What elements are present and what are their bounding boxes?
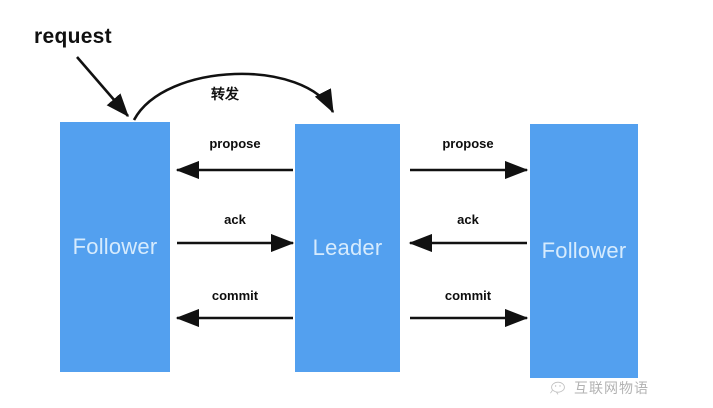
edge-label-propose-right: propose bbox=[442, 136, 494, 151]
forward-arrow-label: 转发 bbox=[211, 87, 239, 103]
chat-bubble-icon bbox=[550, 381, 565, 395]
watermark-text: 互联网物语 bbox=[574, 381, 649, 397]
edge-label-ack-right: ack bbox=[457, 212, 479, 227]
node-follower-left-label: Follower bbox=[72, 234, 158, 259]
node-follower-left: Follower bbox=[60, 122, 170, 372]
watermark: 互联网物语 bbox=[548, 378, 649, 398]
node-follower-right-label: Follower bbox=[541, 238, 627, 263]
edge-label-propose-left: propose bbox=[209, 136, 261, 151]
request-label: request bbox=[34, 25, 112, 48]
node-leader: Leader bbox=[295, 124, 400, 372]
edge-label-commit-right: commit bbox=[444, 288, 492, 303]
edge-label-ack-left: ack bbox=[224, 212, 246, 227]
node-leader-label: Leader bbox=[312, 235, 383, 260]
node-follower-right: Follower bbox=[530, 124, 638, 378]
arrow-request bbox=[76, 56, 129, 117]
edge-label-commit-left: commit bbox=[211, 288, 259, 303]
